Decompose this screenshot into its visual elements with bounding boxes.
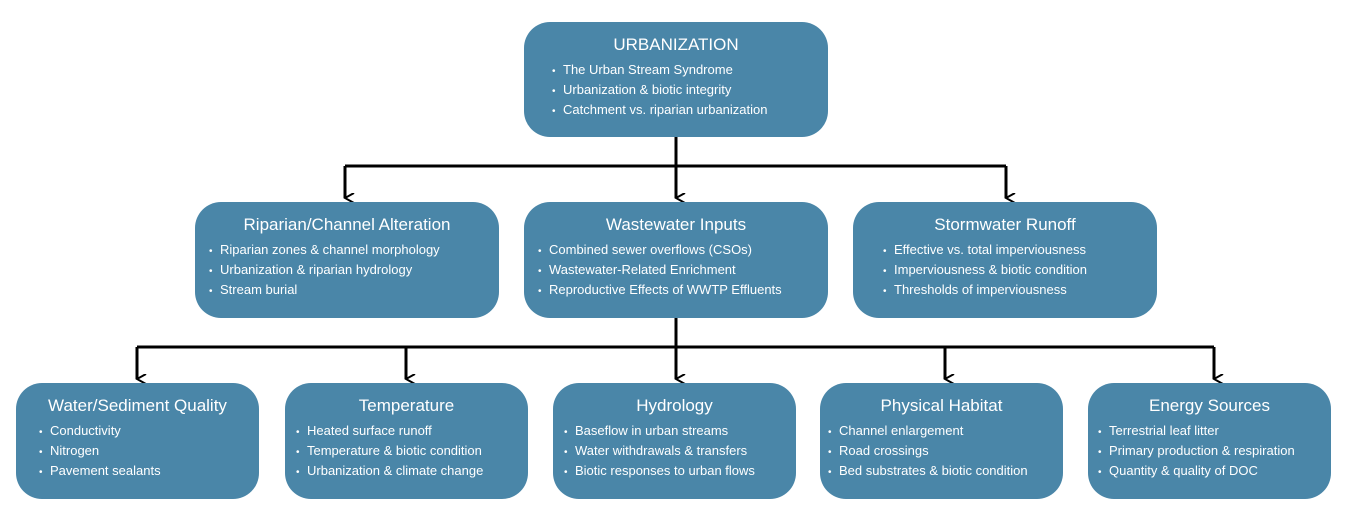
list-item: •Channel enlargement [828,423,964,438]
box-title: Hydrology [636,396,713,415]
list-item: •Primary production & respiration [1098,443,1295,458]
box-list: •Heated surface runoff •Temperature & bi… [296,422,528,482]
box-list: •The Urban Stream Syndrome •Urbanization… [552,61,828,121]
hydrology-box: Hydrology •Baseflow in urban streams •Wa… [553,383,796,499]
box-list: •Baseflow in urban streams •Water withdr… [564,422,796,482]
list-item: •Heated surface runoff [296,423,432,438]
box-list: •Channel enlargement •Road crossings •Be… [828,422,1063,482]
list-item: •Effective vs. total imperviousness [883,242,1086,257]
box-title: Riparian/Channel Alteration [243,215,451,234]
list-item: •Riparian zones & channel morphology [209,242,440,257]
box-title: Wastewater Inputs [605,215,747,234]
list-item: •Reproductive Effects of WWTP Effluents [538,282,782,297]
box-title: Physical Habitat [880,396,1003,415]
box-list: •Terrestrial leaf litter •Primary produc… [1098,422,1331,482]
stormwater-box: Stormwater Runoff •Effective vs. total i… [853,202,1157,318]
list-item: •Road crossings [828,443,929,458]
list-item: •Wastewater-Related Enrichment [538,262,736,277]
box-title: URBANIZATION [613,35,739,54]
list-item: •Biotic responses to urban flows [564,463,755,478]
list-item: •The Urban Stream Syndrome [552,62,733,77]
list-item: •Urbanization & climate change [296,463,484,478]
box-list: •Conductivity •Nitrogen •Pavement sealan… [39,422,259,482]
list-item: •Thresholds of imperviousness [883,282,1067,297]
riparian-channel-box: Riparian/Channel Alteration •Riparian zo… [195,202,499,318]
list-item: •Imperviousness & biotic condition [883,262,1087,277]
wastewater-box: Wastewater Inputs •Combined sewer overfl… [524,202,828,318]
energy-sources-box: Energy Sources •Terrestrial leaf litter … [1088,383,1331,499]
list-item: •Urbanization & biotic integrity [552,82,732,97]
list-item: •Baseflow in urban streams [564,423,729,438]
list-item: •Bed substrates & biotic condition [828,463,1028,478]
box-list: •Effective vs. total imperviousness •Imp… [883,241,1157,301]
box-title: Water/Sediment Quality [48,396,227,415]
list-item: •Temperature & biotic condition [296,443,482,458]
list-item: •Terrestrial leaf litter [1098,423,1219,438]
water-sediment-box: Water/Sediment Quality •Conductivity •Ni… [16,383,259,499]
urbanization-box: URBANIZATION •The Urban Stream Syndrome … [524,22,828,137]
list-item: •Conductivity [39,423,121,438]
physical-habitat-box: Physical Habitat •Channel enlargement •R… [820,383,1063,499]
box-list: •Riparian zones & channel morphology •Ur… [209,241,499,301]
box-title: Stormwater Runoff [934,215,1076,234]
list-item: •Nitrogen [39,443,100,458]
list-item: •Combined sewer overflows (CSOs) [538,242,753,257]
list-item: •Stream burial [209,282,298,297]
list-item: •Water withdrawals & transfers [564,443,748,458]
box-list: •Combined sewer overflows (CSOs) •Wastew… [538,241,828,301]
list-item: •Urbanization & riparian hydrology [209,262,413,277]
temperature-box: Temperature •Heated surface runoff •Temp… [285,383,528,499]
box-title: Energy Sources [1149,396,1270,415]
list-item: •Pavement sealants [39,463,161,478]
box-title: Temperature [358,396,455,415]
list-item: •Quantity & quality of DOC [1098,463,1258,478]
list-item: •Catchment vs. riparian urbanization [552,102,768,117]
